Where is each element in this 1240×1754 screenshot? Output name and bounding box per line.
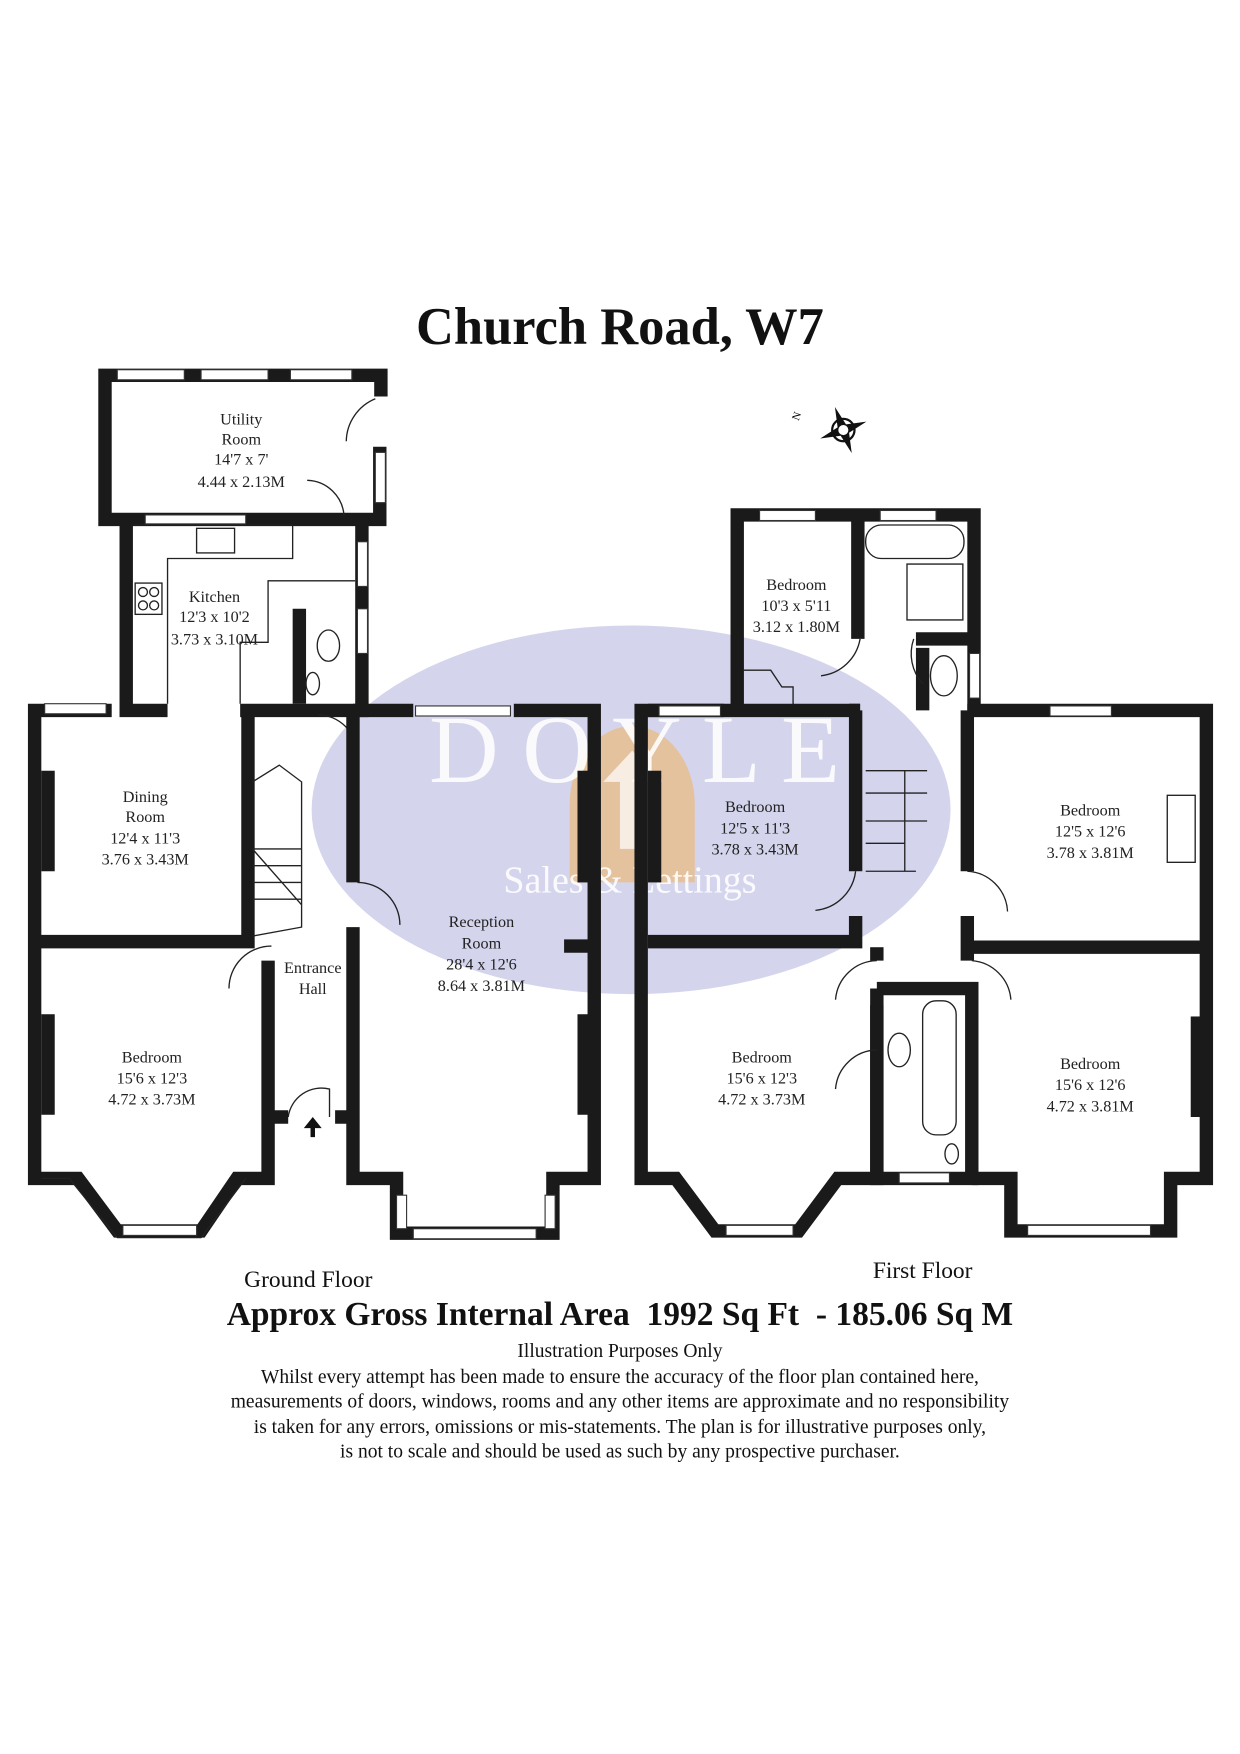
ground-floor-label: Ground Floor (244, 1267, 372, 1293)
room-imperial: 12'5 x 12'6 (1055, 823, 1126, 841)
disclaimer-line: is taken for any errors, omissions or mi… (254, 1417, 986, 1438)
room-metric: 3.78 x 3.43M (711, 841, 798, 859)
room-name: Utility (220, 410, 263, 428)
room-metric: 3.73 x 3.10M (171, 631, 258, 649)
first-floor-label: First Floor (873, 1258, 973, 1284)
room-imperial: 28'4 x 12'6 (446, 956, 517, 974)
room-name: Kitchen (189, 588, 240, 606)
disclaimer-line: Whilst every attempt has been made to en… (261, 1367, 979, 1388)
room-bedroom-front-right: Bedroom 12'5 x 12'6 3.78 x 3.81M (1047, 801, 1134, 861)
ground-floor-plan (27, 368, 601, 1240)
gross-area: Approx Gross Internal Area 1992 Sq Ft - … (227, 1296, 1013, 1333)
first-floor-plan (634, 508, 1214, 1238)
room-imperial: 15'6 x 12'6 (1055, 1076, 1126, 1094)
room-name: Hall (299, 980, 327, 998)
illustration-note: Illustration Purposes Only (517, 1341, 722, 1362)
room-metric: 4.72 x 3.73M (108, 1091, 195, 1109)
room-metric: 4.72 x 3.73M (718, 1091, 805, 1109)
room-entrance-hall: Entrance Hall (284, 959, 342, 998)
room-metric: 3.78 x 3.81M (1047, 844, 1134, 862)
room-name: Bedroom (766, 576, 827, 594)
room-bedroom-small: Bedroom 10'3 x 5'11 3.12 x 1.80M (753, 576, 840, 636)
room-bedroom-rear-right: Bedroom 15'6 x 12'6 4.72 x 3.81M (1047, 1055, 1134, 1115)
room-name: Entrance (284, 959, 342, 977)
room-metric: 8.64 x 3.81M (438, 977, 525, 995)
room-metric: 3.76 x 3.43M (102, 851, 189, 869)
room-name: Bedroom (1060, 1055, 1121, 1073)
room-reception: Reception Room 28'4 x 12'6 8.64 x 3.81M (438, 913, 525, 995)
room-metric: 3.12 x 1.80M (753, 618, 840, 636)
room-imperial: 12'4 x 11'3 (110, 829, 180, 847)
compass-icon: N (790, 406, 867, 454)
room-name: Room (462, 934, 502, 952)
room-metric: 4.72 x 3.81M (1047, 1097, 1134, 1115)
page-title: Church Road, W7 (416, 298, 824, 356)
room-utility: Utility Room 14'7 x 7' 4.44 x 2.13M (198, 410, 285, 491)
room-imperial: 15'6 x 12'3 (726, 1069, 797, 1087)
room-kitchen: Kitchen 12'3 x 10'2 3.73 x 3.10M (171, 588, 258, 648)
room-name: Bedroom (725, 798, 786, 816)
room-bedroom-rear-left: Bedroom 15'6 x 12'3 4.72 x 3.73M (718, 1048, 805, 1108)
room-imperial: 15'6 x 12'3 (117, 1069, 188, 1087)
room-name: Bedroom (732, 1048, 793, 1066)
room-imperial: 12'5 x 11'3 (720, 819, 790, 837)
room-dining: Dining Room 12'4 x 11'3 3.76 x 3.43M (102, 788, 189, 869)
room-name: Room (125, 808, 165, 826)
room-bedroom-front-left: Bedroom 12'5 x 11'3 3.78 x 3.43M (711, 798, 798, 858)
disclaimer-line: is not to scale and should be used as su… (340, 1442, 900, 1463)
room-name: Room (221, 431, 261, 449)
room-metric: 4.44 x 2.13M (198, 473, 285, 491)
room-imperial: 10'3 x 5'11 (761, 597, 831, 615)
compass-north-label: N (790, 410, 804, 422)
room-imperial: 14'7 x 7' (214, 451, 268, 469)
room-bedroom-ground: Bedroom 15'6 x 12'3 4.72 x 3.73M (108, 1048, 195, 1108)
room-name: Bedroom (122, 1048, 183, 1066)
room-name: Dining (123, 788, 168, 806)
room-imperial: 12'3 x 10'2 (179, 608, 250, 626)
room-name: Reception (449, 913, 515, 931)
entrance-arrow-icon (303, 1117, 322, 1138)
watermark-tagline: Sales & Lettings (503, 859, 756, 901)
room-name: Bedroom (1060, 801, 1121, 819)
disclaimer-line: measurements of doors, windows, rooms an… (231, 1391, 1010, 1412)
